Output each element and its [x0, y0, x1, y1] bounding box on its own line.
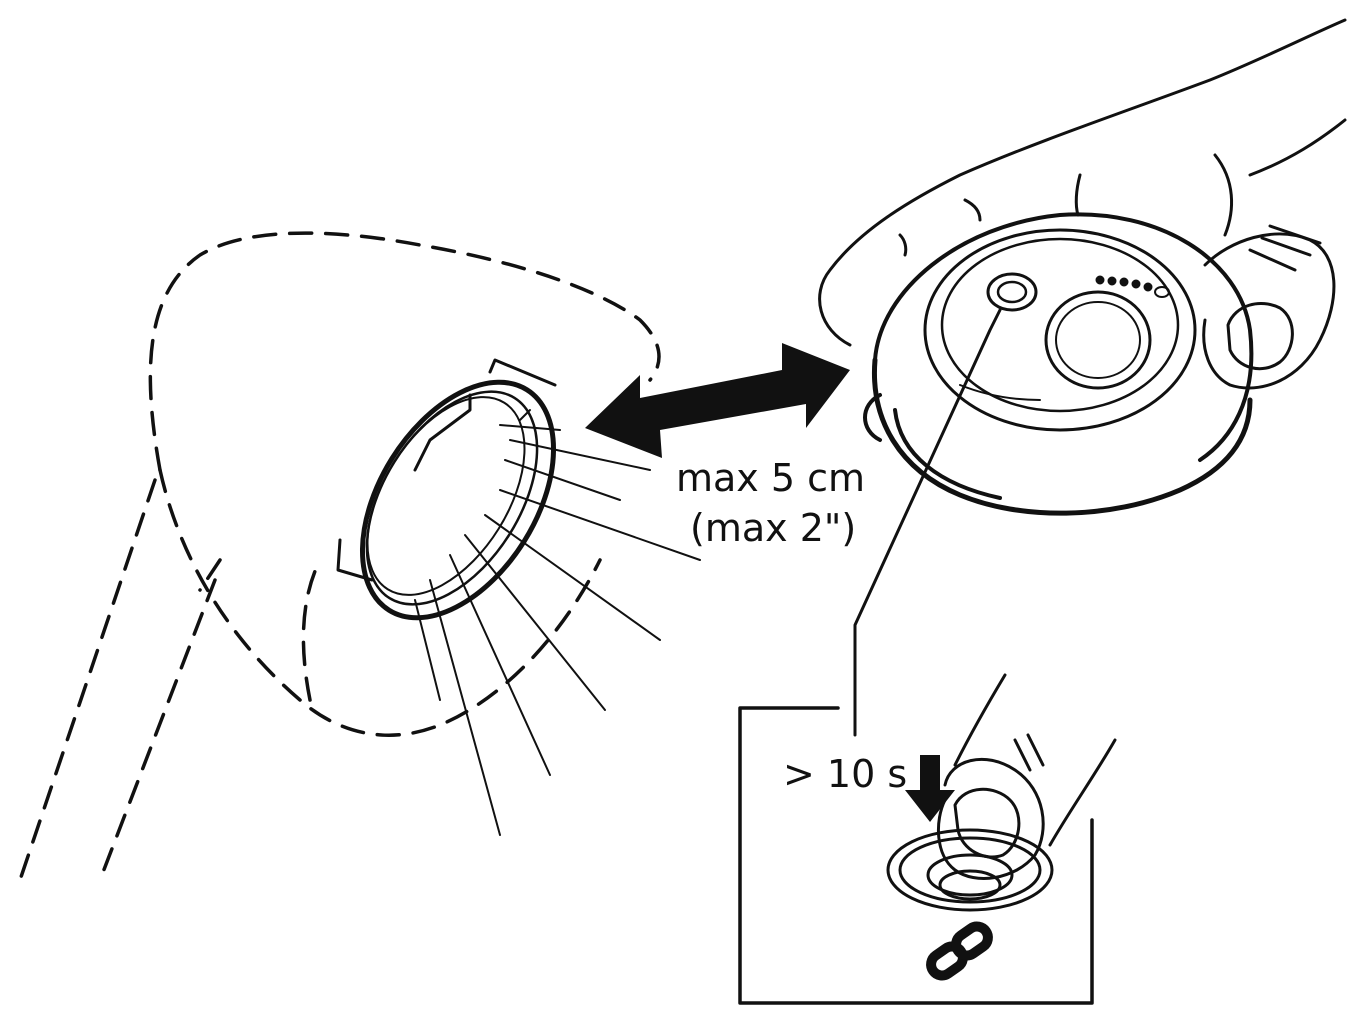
- distance-label-inch: (max 2"): [690, 506, 856, 550]
- hand-outline: [820, 20, 1345, 388]
- inset-finger: [938, 675, 1115, 878]
- link-icon: [927, 922, 992, 980]
- device-puck: [865, 214, 1251, 513]
- water-spray-lines: [415, 410, 700, 835]
- inset-button: [888, 830, 1052, 910]
- distance-label-cm: max 5 cm: [676, 456, 865, 500]
- double-arrow-icon: [585, 343, 850, 458]
- shower-head-ring: [323, 348, 593, 651]
- arrow-down-icon: [905, 755, 955, 822]
- press-duration-label: > 10 s: [783, 752, 907, 796]
